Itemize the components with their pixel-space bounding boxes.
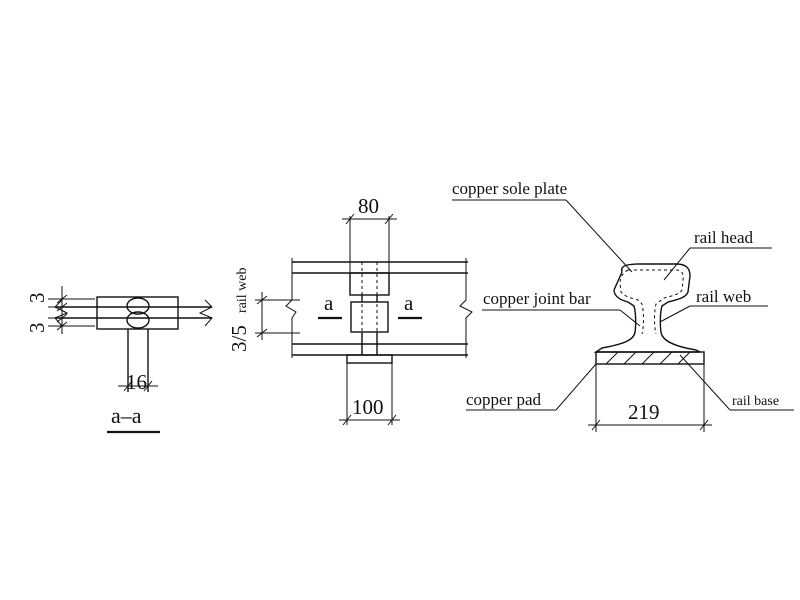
dim-text-219: 219	[628, 400, 660, 424]
rail-profile-outer	[593, 263, 701, 353]
elev-break-left	[285, 258, 297, 358]
leader-sole-plate	[565, 199, 633, 273]
dim-text-100: 100	[352, 395, 384, 419]
leader-rail-base	[679, 354, 731, 411]
label-copper-pad: copper pad	[466, 390, 542, 409]
label-copper-joint-bar: copper joint bar	[483, 289, 591, 308]
copper-pad	[595, 351, 705, 365]
dim-text-80: 80	[358, 194, 379, 218]
weld-note-rail-web: rail web	[235, 268, 250, 313]
joint-block	[350, 301, 389, 333]
section-mark-right: a	[404, 291, 414, 315]
dim-text-3-bottom: 3	[25, 323, 49, 334]
elev-break-right	[459, 258, 473, 358]
leader-rail-web	[659, 305, 691, 323]
dim-text-3-5: 3/5	[227, 325, 251, 352]
dim-text-3-top: 3	[25, 293, 49, 304]
elevation-view: 80 100 a a 3/5 rail web	[227, 194, 473, 426]
leader-copper-pad	[555, 363, 597, 411]
pad-bottom	[346, 354, 393, 364]
label-copper-sole-plate: copper sole plate	[452, 179, 567, 198]
section-break-left	[54, 299, 69, 327]
leader-rail-head	[663, 247, 691, 281]
leader-joint-bar	[619, 309, 641, 327]
section-break-right	[198, 299, 213, 327]
section-plate	[96, 296, 179, 330]
section-title: a–a	[111, 403, 142, 428]
label-rail-base: rail base	[732, 394, 779, 409]
rail-section-view: 219 copper sole plate rail head copper j…	[452, 179, 794, 432]
label-rail-web: rail web	[696, 287, 751, 306]
label-rail-head: rail head	[694, 228, 753, 247]
section-mark-left: a	[324, 291, 334, 315]
copper-pad-hatch	[605, 351, 691, 365]
section-view-a-a: 16 3 3 a–a	[25, 286, 213, 434]
plate-upper	[349, 272, 390, 296]
copper-sole-plate	[619, 269, 684, 335]
weld-lobe-top	[126, 297, 150, 315]
dim-text-16: 16	[126, 370, 147, 394]
weld-lobe-bottom	[126, 311, 150, 329]
